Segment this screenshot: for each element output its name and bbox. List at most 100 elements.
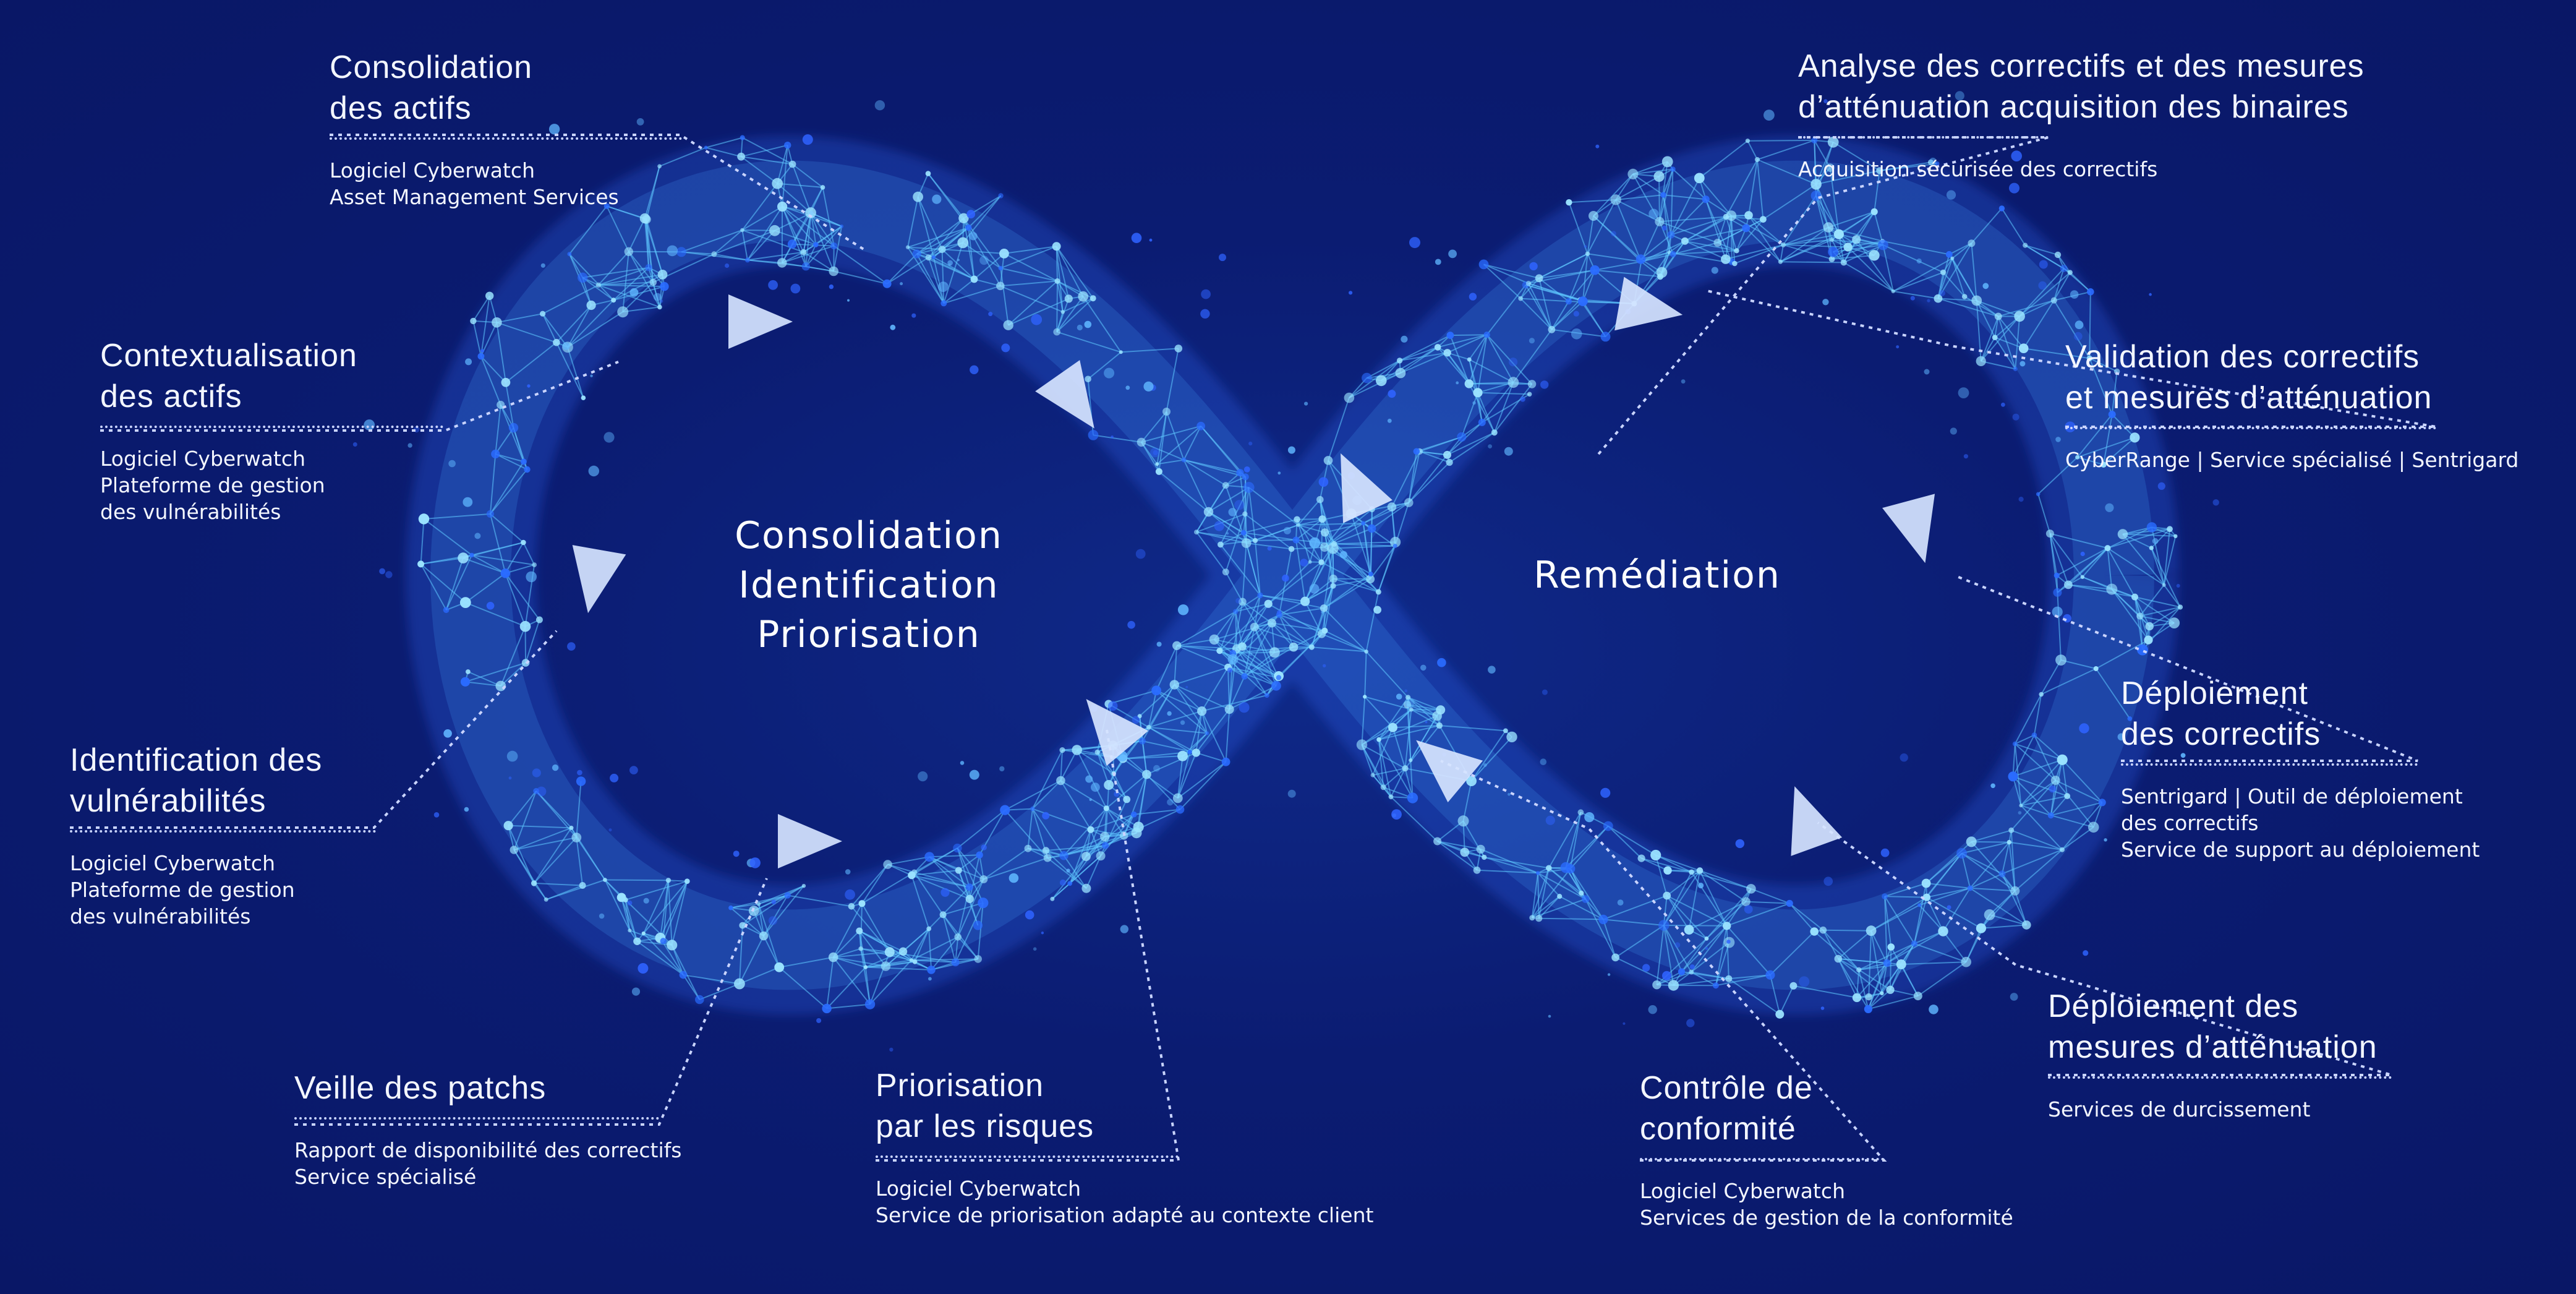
mesh-line bbox=[505, 341, 557, 383]
mesh-line bbox=[1004, 809, 1048, 859]
mesh-line bbox=[1334, 541, 1396, 545]
mesh-node bbox=[1754, 156, 1760, 163]
particle bbox=[1153, 765, 1160, 772]
mesh-node bbox=[611, 298, 616, 303]
particle bbox=[1420, 664, 1427, 671]
mesh-line bbox=[489, 513, 506, 574]
mesh-node bbox=[1725, 975, 1733, 982]
mesh-line bbox=[1278, 614, 1294, 648]
particle bbox=[1150, 447, 1160, 458]
mesh-line bbox=[605, 879, 668, 881]
mesh-line bbox=[803, 251, 834, 272]
mesh-node bbox=[1056, 776, 1065, 786]
mesh-node bbox=[2014, 311, 2025, 322]
mesh-node bbox=[2060, 265, 2068, 272]
mesh-node bbox=[2100, 461, 2107, 468]
mesh-line bbox=[1000, 246, 1057, 269]
mesh-node bbox=[1655, 216, 1665, 226]
mesh-node bbox=[1668, 980, 1679, 991]
divider bbox=[2065, 427, 2436, 429]
particle bbox=[1820, 1006, 1825, 1010]
mesh-node bbox=[503, 821, 513, 831]
mesh-line bbox=[489, 453, 497, 514]
mesh-node bbox=[1443, 450, 1451, 459]
mesh-node bbox=[1950, 256, 1955, 260]
mesh-line bbox=[869, 959, 912, 1005]
mesh-line bbox=[979, 855, 984, 880]
mesh-line bbox=[1717, 216, 1727, 243]
mesh-node bbox=[1713, 238, 1722, 247]
mesh-line bbox=[2050, 760, 2063, 816]
mesh-line bbox=[1951, 258, 1966, 297]
mesh-line bbox=[1235, 594, 1261, 612]
mesh-node bbox=[2146, 522, 2157, 533]
mesh-node bbox=[567, 252, 572, 257]
mesh-line bbox=[782, 206, 835, 247]
mesh-line bbox=[2062, 802, 2103, 851]
mesh-line bbox=[2019, 299, 2055, 317]
mesh-node bbox=[1994, 312, 2002, 320]
mesh-line bbox=[1770, 931, 1815, 975]
mesh-line bbox=[1971, 829, 2011, 842]
mesh-line bbox=[1961, 841, 2010, 854]
mesh-line bbox=[1304, 578, 1334, 602]
mesh-node bbox=[2053, 588, 2062, 597]
particle bbox=[1686, 1019, 1695, 1027]
particle bbox=[1201, 289, 1211, 299]
mesh-node bbox=[2087, 288, 2094, 296]
mesh-line bbox=[1248, 487, 1299, 526]
particle bbox=[1488, 666, 1496, 674]
mesh-node bbox=[657, 270, 668, 280]
particle bbox=[1214, 521, 1224, 531]
mesh-node bbox=[1432, 711, 1443, 721]
mesh-line bbox=[1295, 539, 1322, 563]
mesh-line bbox=[1838, 958, 1859, 970]
mesh-line bbox=[1000, 285, 1064, 313]
mesh-node bbox=[1883, 959, 1891, 967]
mesh-node bbox=[1264, 693, 1269, 698]
flow-arrows bbox=[572, 276, 1935, 868]
particle bbox=[532, 768, 541, 778]
mesh-node bbox=[1239, 598, 1247, 606]
mesh-line bbox=[1663, 925, 1674, 986]
mesh-line bbox=[1843, 244, 1883, 264]
mesh-node bbox=[931, 255, 936, 260]
mesh-line bbox=[646, 166, 660, 220]
mesh-node bbox=[2007, 839, 2011, 845]
mesh-line bbox=[2053, 300, 2091, 359]
mesh-line bbox=[1060, 750, 1078, 781]
mesh-node bbox=[2039, 692, 2044, 697]
mesh-node bbox=[1436, 722, 1443, 729]
mesh-line bbox=[1295, 539, 1306, 602]
mesh-line bbox=[2024, 244, 2058, 255]
particle bbox=[1963, 454, 1968, 459]
step-validation-correctifs: Validation des correctifs et mesures d’a… bbox=[2065, 336, 2560, 473]
mesh-line bbox=[1603, 895, 1668, 920]
mesh-node bbox=[1976, 356, 1986, 367]
mesh-node bbox=[856, 927, 863, 935]
mesh-line bbox=[545, 885, 583, 901]
mesh-node bbox=[1390, 536, 1401, 548]
mesh-line bbox=[1833, 244, 1883, 253]
mesh-line bbox=[1419, 450, 1450, 463]
mesh-line bbox=[1142, 740, 1196, 753]
particle bbox=[1200, 309, 1210, 319]
step-detail: Logiciel Cyberwatch Plateforme de gestio… bbox=[100, 447, 325, 524]
mesh-node bbox=[418, 513, 430, 525]
mesh-node bbox=[829, 266, 838, 276]
mesh-line bbox=[832, 903, 863, 958]
mesh-node bbox=[1600, 332, 1611, 342]
mesh-line bbox=[1602, 919, 1616, 958]
mesh-line bbox=[500, 626, 526, 687]
mesh-line bbox=[1789, 902, 1815, 932]
mesh-node bbox=[728, 905, 733, 911]
mesh-node bbox=[1288, 546, 1295, 552]
particle bbox=[1104, 367, 1115, 379]
particle bbox=[1041, 932, 1044, 935]
step-analyse-correctifs: Analyse des correctifs et des mesures d’… bbox=[1798, 46, 2478, 182]
mesh-line bbox=[420, 563, 466, 603]
step-deploiement-correctifs: Déploiement des correctifs Sentrigard | … bbox=[2121, 673, 2554, 863]
mesh-line bbox=[1815, 169, 1880, 185]
mesh-node bbox=[979, 875, 988, 883]
divider bbox=[1798, 136, 2049, 139]
